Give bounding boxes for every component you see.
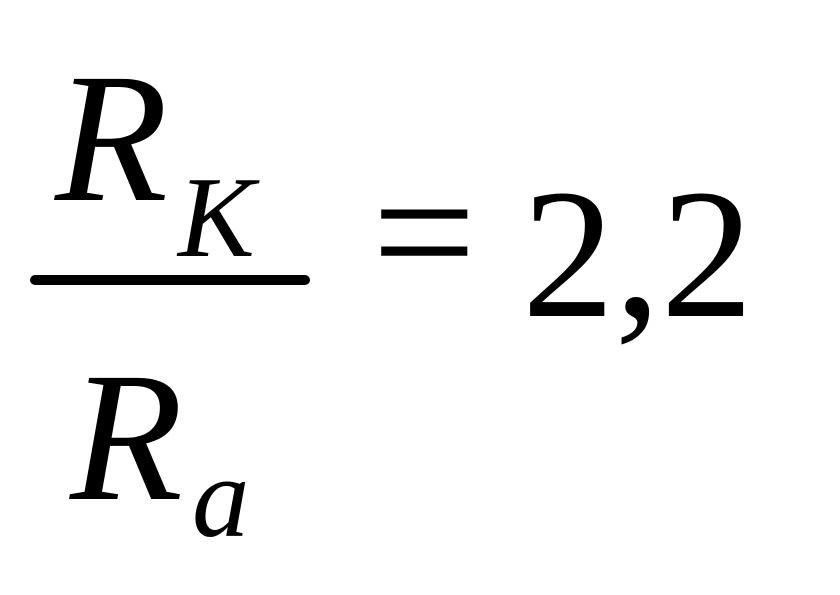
denominator-symbol: R [70, 335, 184, 540]
result-value: 2,2 [522, 152, 754, 357]
denominator-subscript: a [192, 434, 250, 561]
numerator-symbol: R [55, 36, 169, 241]
fraction-bar [30, 275, 310, 285]
numerator-subscript: K [178, 154, 255, 281]
equals-sign: = [372, 130, 477, 335]
